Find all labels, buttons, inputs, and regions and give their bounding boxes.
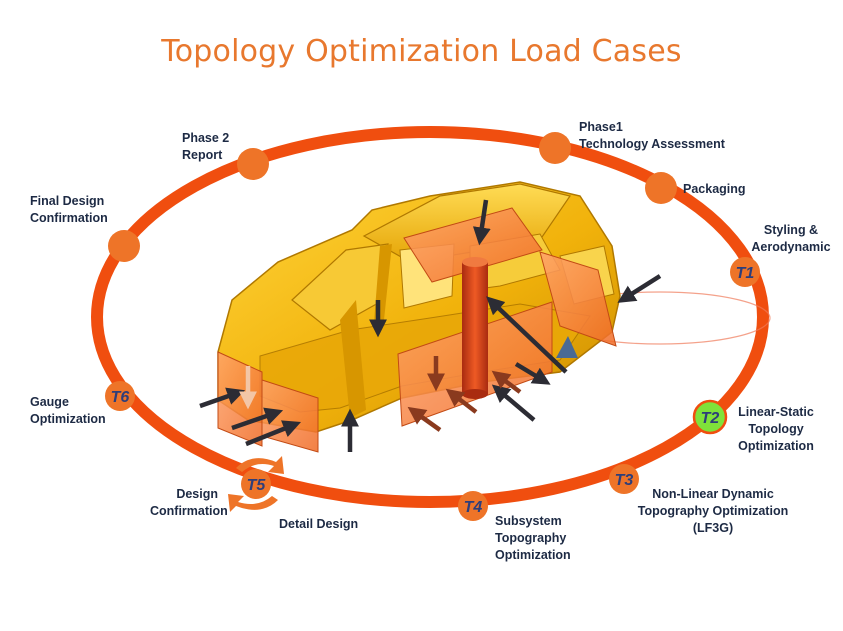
label-subsystem-topography: Subsystem Topography Optimization (495, 514, 571, 562)
node-t1-tag: T1 (736, 265, 755, 282)
node-t5[interactable] (241, 469, 271, 499)
node-packaging[interactable] (645, 172, 677, 204)
label-phase2-report: Phase 2 Report (182, 131, 230, 162)
node-final-design-confirmation[interactable] (108, 230, 140, 262)
node-phase2-report[interactable] (237, 148, 269, 180)
label-styling-aerodynamic: Styling & Aerodynamic (751, 223, 831, 254)
label-design-confirmation: Design Confirmation (150, 487, 228, 518)
label-detail-design: Detail Design (279, 517, 359, 531)
node-t4-tag: T4 (464, 499, 483, 516)
load-column (462, 257, 488, 399)
node-t6[interactable] (105, 381, 135, 411)
recycle-icon (228, 456, 284, 512)
label-phase1: Phase1 Technology Assessment (579, 120, 725, 151)
label-linear-static: Linear-Static Topology Optimization (738, 405, 814, 453)
label-gauge-optimization: Gauge Optimization (30, 395, 106, 426)
node-t3-tag: T3 (615, 472, 634, 489)
label-packaging: Packaging (683, 182, 746, 196)
load-arrows (199, 199, 662, 452)
node-phase1[interactable] (539, 132, 571, 164)
node-t4[interactable] (458, 491, 488, 521)
node-t5-tag: T5 (247, 477, 267, 494)
node-t2-tag: T2 (701, 410, 720, 427)
node-t6-tag: T6 (111, 389, 130, 406)
support-triangle-icon (556, 336, 578, 358)
node-t1[interactable] (730, 257, 760, 287)
diagram-title: Topology Optimization Load Cases (161, 34, 682, 69)
node-t3[interactable] (609, 464, 639, 494)
label-non-linear-dynamic: Non-Linear Dynamic Topography Optimizati… (637, 487, 789, 535)
label-final-design-confirmation: Final Design Confirmation (30, 194, 108, 225)
node-t2[interactable] (692, 399, 728, 435)
process-ring (91, 126, 769, 508)
